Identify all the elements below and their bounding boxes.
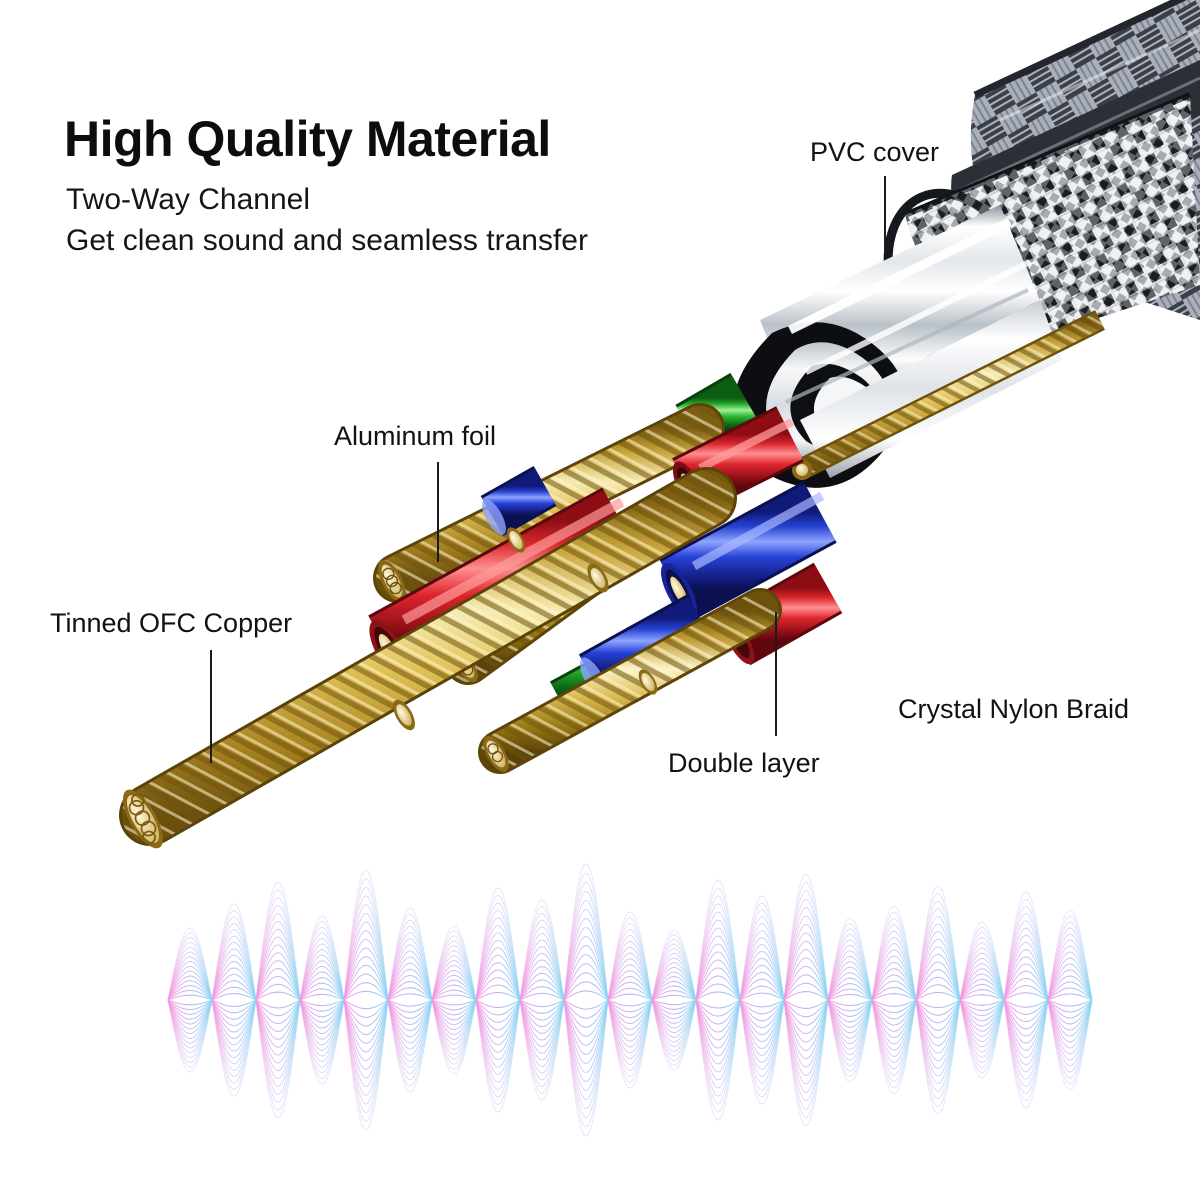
strand-cut-ends: [393, 527, 658, 731]
audio-waveform-graphic: [167, 863, 1093, 1137]
leader-line-pvc-cover: [884, 176, 886, 254]
callout-label-aluminum-foil: Aluminum foil: [334, 421, 497, 451]
leader-line-aluminum-foil: [437, 462, 439, 562]
cable-cutaway-illustration: [119, 0, 1200, 849]
callout-label-double-layer: Double layer: [668, 748, 820, 778]
subtitle-one: Two-Way Channel: [66, 183, 310, 216]
leader-line-tinned-ofc-copper: [210, 650, 212, 763]
copper-strand-lower: [478, 588, 782, 774]
page-title: High Quality Material: [64, 111, 551, 167]
callout-label-pvc-cover: PVC cover: [810, 137, 940, 167]
callout-label-tinned-ofc-copper: Tinned OFC Copper: [50, 608, 293, 638]
subtitle-two: Get clean sound and seamless transfer: [66, 224, 588, 257]
conductor-blue-large: [659, 481, 837, 621]
conductor-blue-small: [480, 465, 557, 537]
conductor-bundle: [119, 372, 843, 849]
aluminum-foil-double-layer: [732, 205, 1105, 488]
callout-label-crystal-nylon-braid: Crystal Nylon Braid: [898, 694, 1130, 724]
leader-line-double-layer: [775, 612, 777, 736]
copper-strand-main: [119, 467, 737, 849]
